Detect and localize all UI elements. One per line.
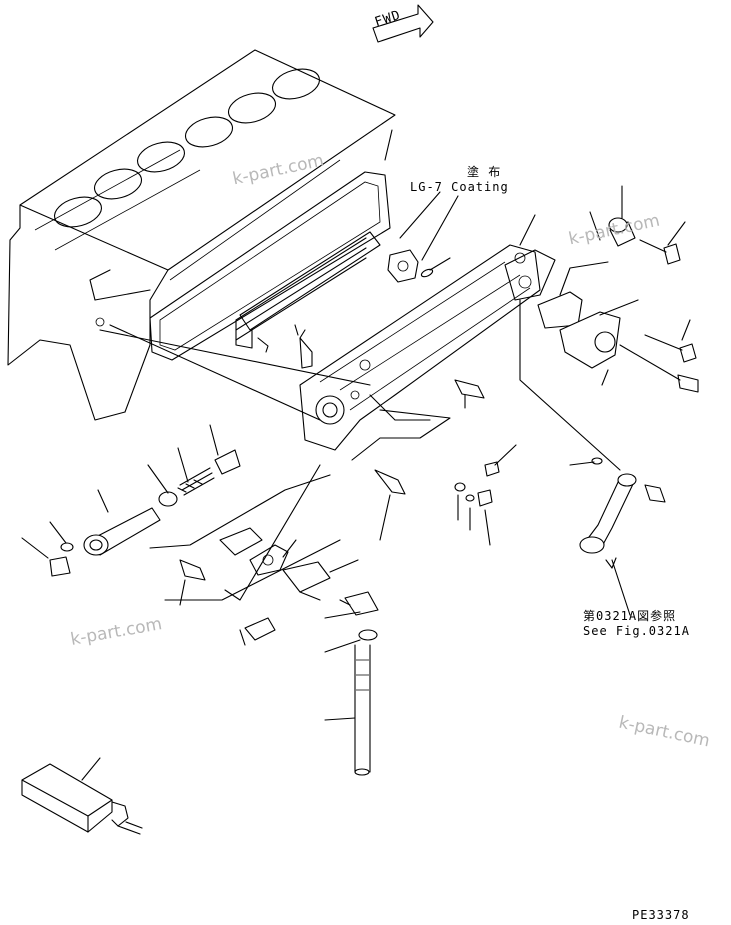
regulator-valve-assembly <box>49 449 241 577</box>
center-fasteners <box>299 337 500 507</box>
leader-lines <box>21 129 691 781</box>
sensor-and-tube <box>282 561 379 776</box>
oil-pipe <box>579 457 666 554</box>
oil-cooler-core <box>235 231 381 353</box>
oil-cooler-gasket <box>149 171 391 361</box>
oil-cooler-cover <box>299 244 556 451</box>
forward-arrow <box>372 4 434 43</box>
coating-label-jp: 塗 布 <box>467 165 502 179</box>
tool <box>21 763 143 835</box>
lower-plates <box>179 527 289 641</box>
cylinder-block <box>7 49 396 421</box>
reference-label-jp: 第0321A図参照 <box>583 609 677 623</box>
small-gasket <box>387 249 434 283</box>
flange-parts-right <box>537 217 699 393</box>
drawing-number: PE33378 <box>632 908 690 922</box>
reference-label-en: See Fig.0321A <box>583 624 690 638</box>
coating-label-en: LG-7 Coating <box>410 180 509 194</box>
